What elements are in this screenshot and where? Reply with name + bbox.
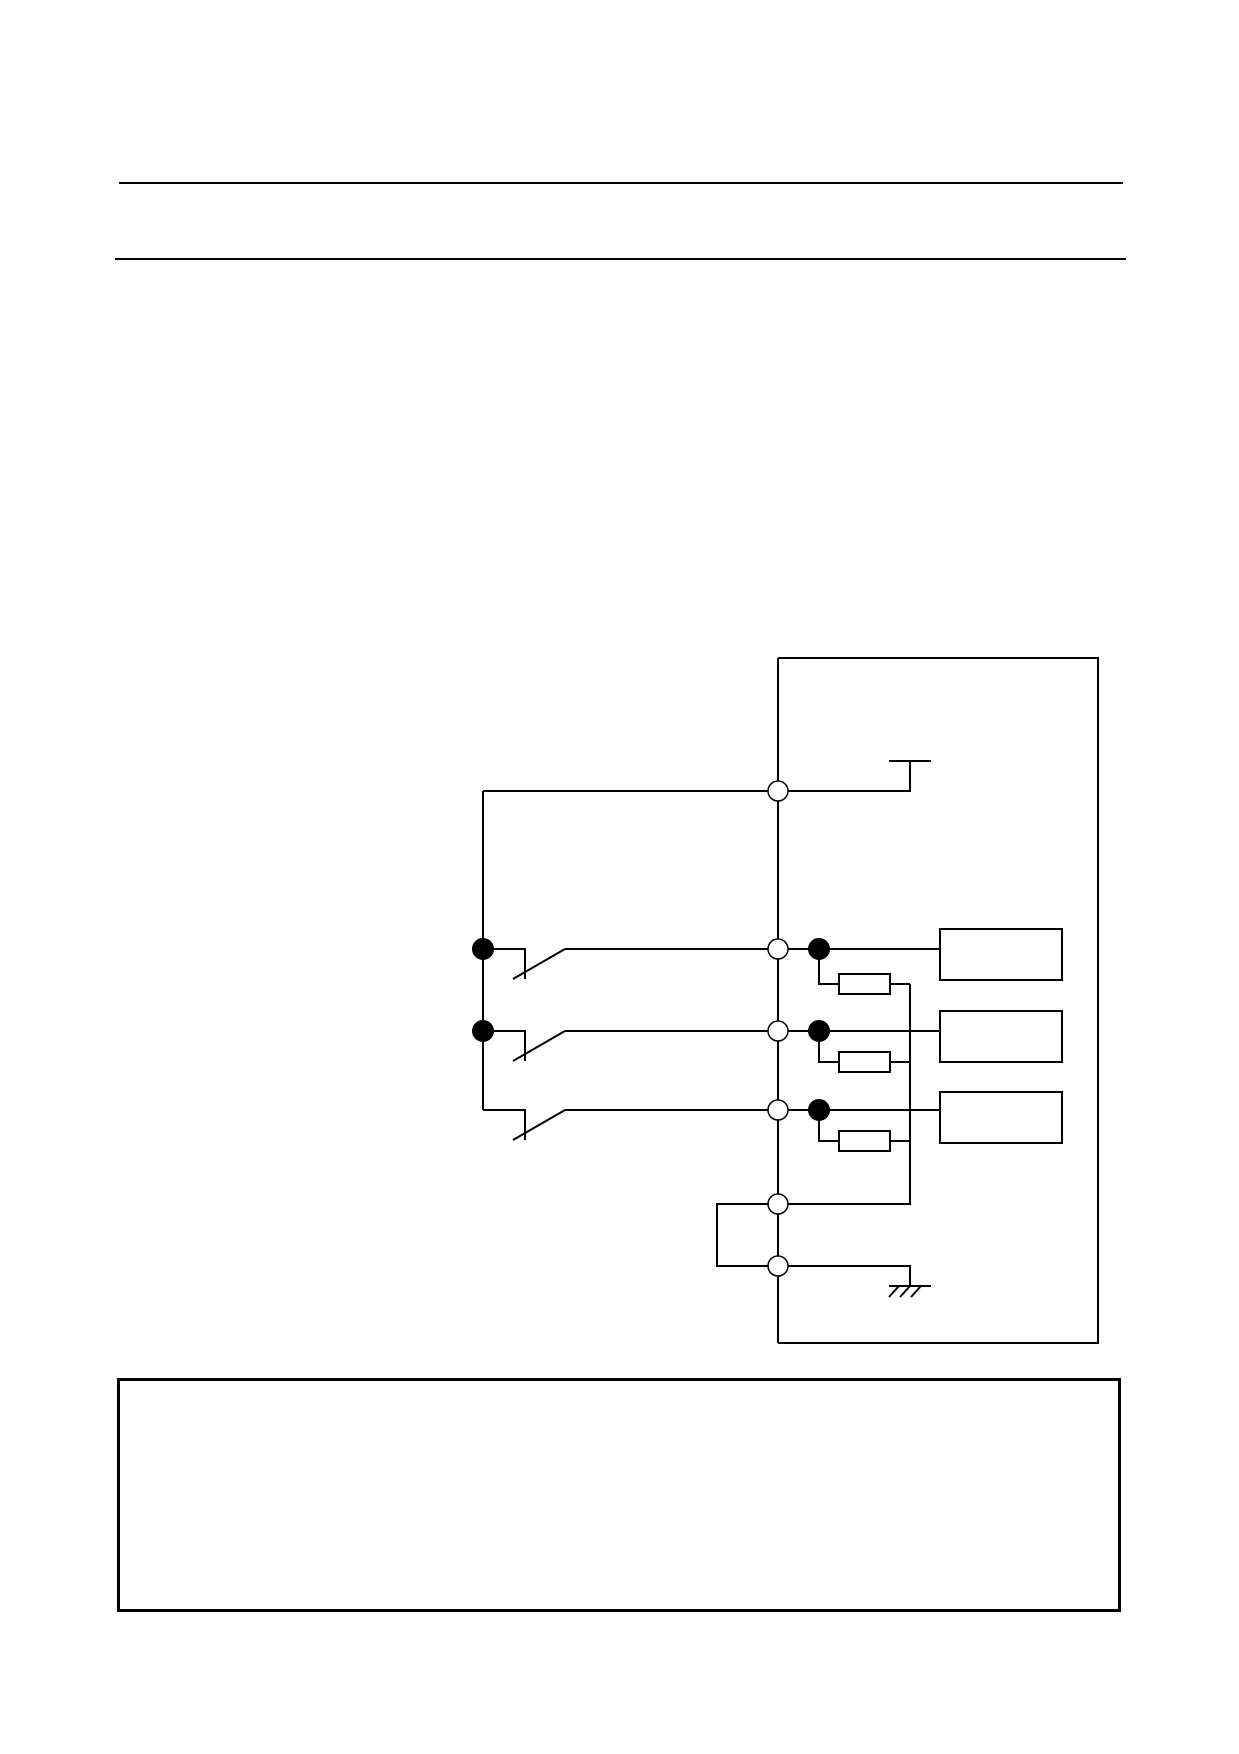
terminal-6 xyxy=(767,1255,789,1277)
load-box-1 xyxy=(939,928,1063,981)
terminal-5 xyxy=(767,1193,789,1215)
earth-ground-icon xyxy=(778,1265,931,1298)
terminal-4 xyxy=(767,1099,789,1121)
left-bus-to-switch-3 xyxy=(483,1109,526,1140)
load-box-2 xyxy=(939,1010,1063,1063)
resistor-1 xyxy=(838,973,891,995)
header-rule-bottom xyxy=(115,258,1126,260)
junction-left-1 xyxy=(472,938,494,960)
switch-2 xyxy=(483,1030,778,1062)
output-channel-1 xyxy=(778,928,1063,995)
jumper-loop xyxy=(716,1203,778,1267)
output-channel-2 xyxy=(778,1010,1063,1073)
note-box xyxy=(117,1378,1121,1612)
enclosure-outline xyxy=(778,657,1099,1344)
junction-output-3 xyxy=(808,1099,830,1121)
switch-3 xyxy=(512,1109,778,1141)
load-box-3 xyxy=(939,1091,1063,1144)
supply-wire xyxy=(778,761,911,792)
resistor-3 xyxy=(838,1130,891,1152)
return-bus xyxy=(778,984,911,1205)
resistor-2 xyxy=(838,1051,891,1073)
terminal-1 xyxy=(767,780,789,802)
terminal-2 xyxy=(767,938,789,960)
junction-left-2 xyxy=(472,1020,494,1042)
header-rule-top xyxy=(119,182,1123,184)
switch-1 xyxy=(483,948,778,980)
terminal-3 xyxy=(767,1020,789,1042)
junction-output-2 xyxy=(808,1020,830,1042)
junction-output-1 xyxy=(808,938,830,960)
